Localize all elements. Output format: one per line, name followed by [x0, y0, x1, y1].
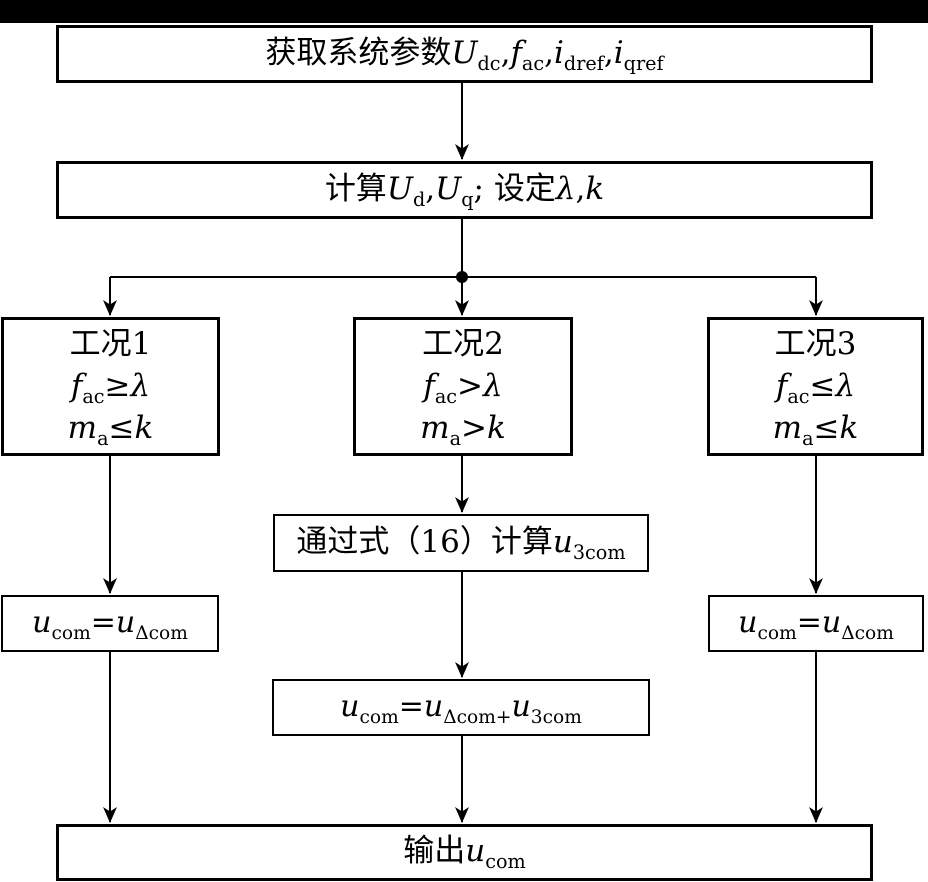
- node-eq16-label: 通过式（16）计算u3com: [296, 524, 626, 565]
- node-eq16-calc: 通过式（16）计算u3com: [273, 514, 649, 572]
- node-ucom-mid-label: ucom=uΔcom+u3com: [340, 689, 582, 728]
- node-case1: 工况1 fac≥λ ma≤k: [1, 317, 220, 456]
- node-get-params: 获取系统参数Udc,fac,idref,iqref: [56, 25, 873, 83]
- node-case3: 工况3 fac≤λ ma≤k: [707, 317, 924, 456]
- node-ucom-left: ucom=uΔcom: [1, 595, 219, 652]
- case1-frequency-condition: fac≥λ: [70, 368, 151, 409]
- node-calc-set: 计算Ud,Uq; 设定λ,k: [56, 161, 873, 219]
- node-get-params-label: 获取系统参数Udc,fac,idref,iqref: [265, 35, 664, 76]
- node-case2: 工况2 fac>λ ma>k: [353, 317, 573, 456]
- top-black-bar: [0, 0, 928, 23]
- case2-modulation-condition: ma>k: [420, 410, 506, 451]
- node-ucom-left-label: ucom=uΔcom: [32, 605, 188, 644]
- case1-title: 工况1: [69, 326, 152, 362]
- case3-title: 工况3: [774, 326, 857, 362]
- case2-title: 工况2: [422, 326, 504, 362]
- node-output-label: 输出ucom: [403, 833, 526, 874]
- node-ucom-mid: ucom=uΔcom+u3com: [272, 679, 650, 736]
- case1-modulation-condition: ma≤k: [67, 410, 154, 451]
- node-ucom-right: ucom=uΔcom: [708, 595, 924, 652]
- case2-frequency-condition: fac>λ: [423, 368, 503, 409]
- node-calc-set-label: 计算Ud,Uq; 设定λ,k: [324, 171, 605, 212]
- case3-frequency-condition: fac≤λ: [775, 368, 856, 409]
- node-output: 输出ucom: [56, 824, 873, 881]
- node-ucom-right-label: ucom=uΔcom: [738, 605, 894, 644]
- case3-modulation-condition: ma≤k: [772, 410, 859, 451]
